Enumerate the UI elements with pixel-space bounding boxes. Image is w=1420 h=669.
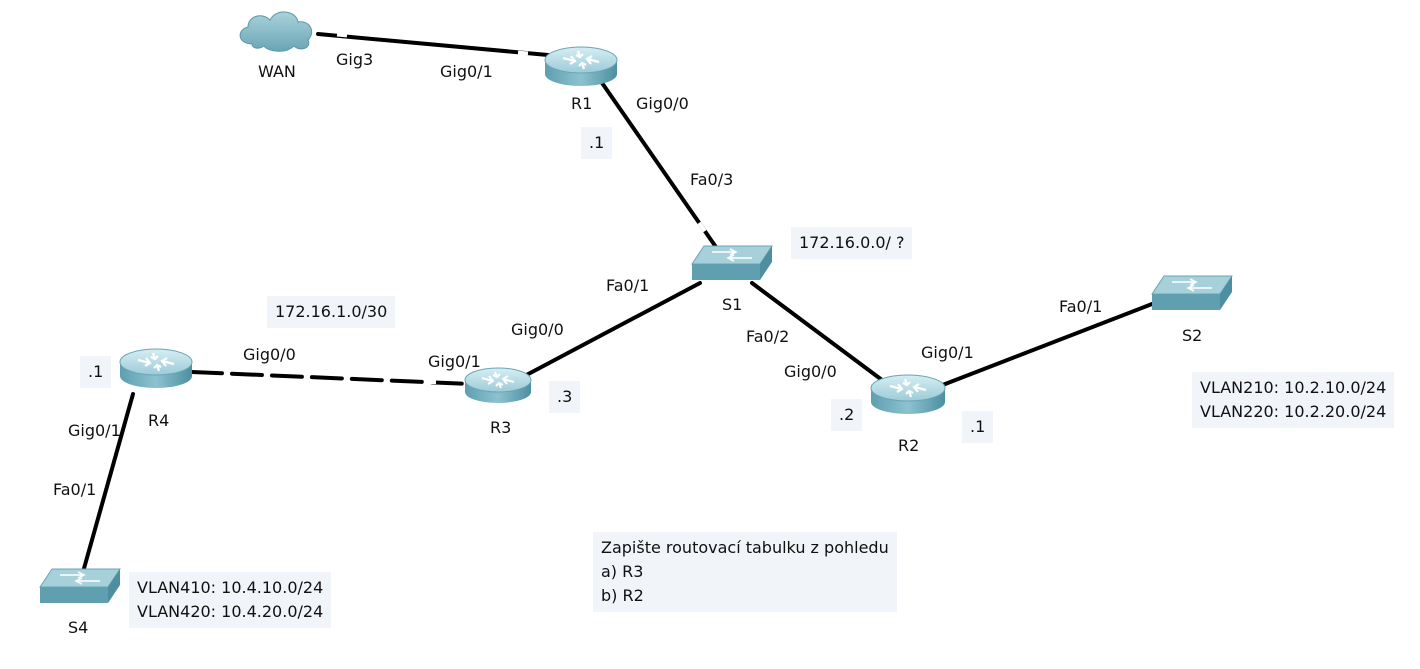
port-label-s1-fa03: Fa0/3	[690, 170, 734, 189]
host-label-r2-vlan: .1	[962, 411, 994, 443]
port-marker	[336, 32, 348, 38]
port-label-s1-fa01: Fa0/1	[606, 276, 650, 295]
router-r1-icon[interactable]	[544, 46, 618, 86]
port-label-wan-gig3: Gig3	[336, 50, 374, 69]
port-label-r2-gig00: Gig0/0	[784, 362, 837, 381]
vlan-note-line: VLAN220: 10.2.20.0/24	[1200, 402, 1387, 421]
task-note-line: Zapište routovací tabulku z pohledu	[601, 538, 889, 557]
wan-cloud-icon[interactable]	[239, 11, 313, 52]
cable-r2-s2	[938, 302, 1154, 388]
port-label-s4-fa01: Fa0/1	[53, 480, 97, 499]
device-label-s1: S1	[722, 295, 743, 314]
port-label-s1-fa02: Fa0/2	[746, 327, 790, 346]
network-label-r3-r4: 172.16.1.0/30	[267, 296, 396, 328]
device-label-r1: R1	[571, 94, 593, 113]
host-label-r3: .3	[549, 381, 581, 413]
port-label-s2-fa01: Fa0/1	[1059, 297, 1103, 316]
port-marker	[609, 103, 619, 115]
port-marker	[426, 380, 436, 384]
cable-s1-r3	[515, 281, 702, 382]
cable-r4-s4	[81, 392, 135, 574]
router-r2-icon[interactable]	[870, 374, 946, 414]
host-label-r4: .1	[80, 356, 112, 388]
port-marker	[517, 50, 529, 56]
port-label-r1-gig00: Gig0/0	[636, 94, 689, 113]
cable-r3-r4-serial	[190, 370, 472, 386]
cables	[81, 32, 1154, 574]
router-r3-icon[interactable]	[464, 367, 532, 403]
port-label-r3-gig00: Gig0/0	[511, 320, 564, 339]
task-note-line: b) R2	[601, 586, 644, 605]
cable-r1-s1	[598, 78, 720, 252]
port-label-r2-gig01: Gig0/1	[921, 343, 974, 362]
network-label-s1: 172.16.0.0/ ?	[791, 227, 913, 259]
task-note-line: a) R3	[601, 562, 644, 581]
host-label-r1: .1	[581, 127, 613, 159]
vlan-note-line: VLAN210: 10.2.10.0/24	[1200, 378, 1387, 397]
switch-s1-icon[interactable]	[691, 245, 773, 280]
port-markers	[336, 32, 707, 384]
switch-s2-icon[interactable]	[1151, 275, 1233, 310]
vlan-note-s4: VLAN410: 10.4.10.0/24 VLAN420: 10.4.20.0…	[129, 572, 332, 628]
vlan-note-line: VLAN410: 10.4.10.0/24	[137, 578, 324, 597]
vlan-note-s2: VLAN210: 10.2.10.0/24 VLAN220: 10.2.20.0…	[1192, 372, 1395, 428]
port-label-r1-gig01: Gig0/1	[440, 62, 493, 81]
device-label-s2: S2	[1182, 326, 1203, 345]
switch-s4-icon[interactable]	[39, 568, 121, 603]
port-label-r4-gig01: Gig0/1	[68, 421, 121, 440]
router-r4-icon[interactable]	[119, 348, 193, 388]
cable-wan-r1	[316, 32, 550, 57]
device-label-r2: R2	[898, 436, 920, 455]
port-label-r4-gig00: Gig0/0	[243, 345, 296, 364]
host-label-r2-lan: .2	[831, 399, 863, 431]
cable-s1-r2	[750, 281, 884, 382]
port-marker	[697, 221, 707, 233]
device-label-wan: WAN	[258, 62, 296, 81]
device-label-s4: S4	[68, 618, 89, 637]
port-label-r3-gig01: Gig0/1	[428, 352, 481, 371]
task-note: Zapište routovací tabulku z pohledu a) R…	[593, 532, 897, 612]
device-label-r4: R4	[148, 411, 170, 430]
vlan-note-line: VLAN420: 10.4.20.0/24	[137, 602, 324, 621]
device-label-r3: R3	[490, 418, 512, 437]
